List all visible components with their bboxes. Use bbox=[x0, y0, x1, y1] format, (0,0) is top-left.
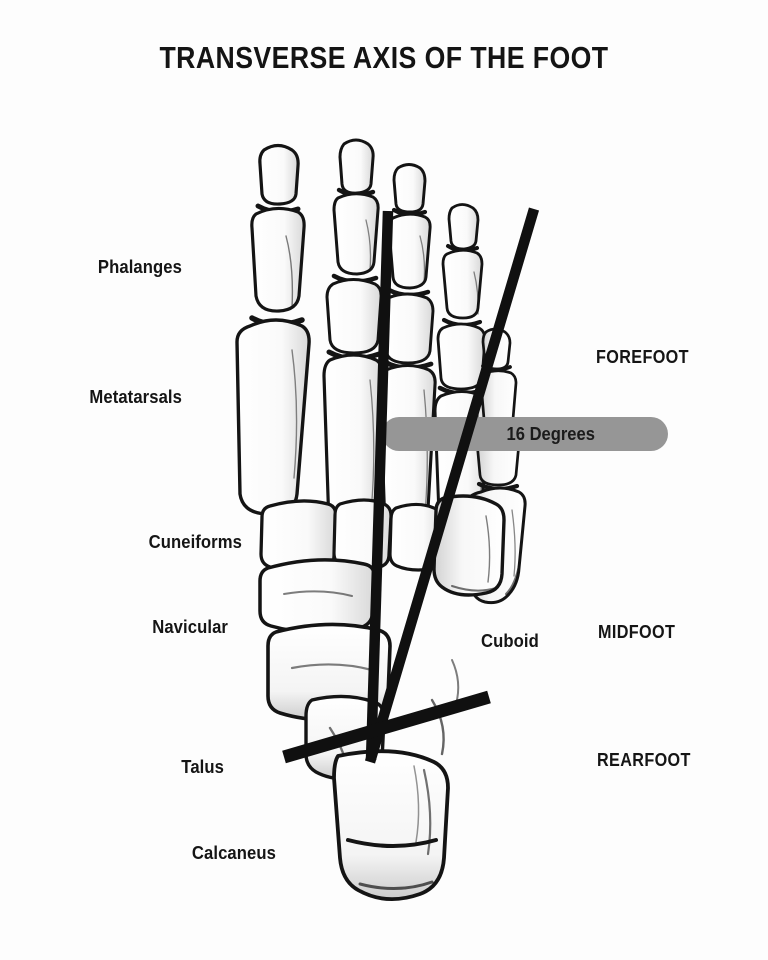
label-midfoot: MIDFOOT bbox=[598, 622, 676, 642]
label-phalanges: Phalanges bbox=[97, 256, 182, 277]
label-talus: Talus bbox=[181, 756, 224, 777]
label-metatarsals: Metatarsals bbox=[89, 386, 182, 407]
label-navicular: Navicular bbox=[152, 616, 228, 637]
label-cuboid: Cuboid bbox=[481, 630, 539, 651]
page-title: TRANSVERSE AXIS OF THE FOOT bbox=[159, 40, 609, 75]
label-forefoot: FOREFOOT bbox=[596, 347, 689, 367]
label-cuneiforms: Cuneiforms bbox=[148, 531, 242, 552]
label-calcaneus: Calcaneus bbox=[191, 842, 276, 863]
degree-callout-pill: 16 Degrees bbox=[382, 417, 668, 451]
label-rearfoot: REARFOOT bbox=[597, 750, 691, 770]
degree-callout-label: 16 Degrees bbox=[506, 424, 595, 444]
